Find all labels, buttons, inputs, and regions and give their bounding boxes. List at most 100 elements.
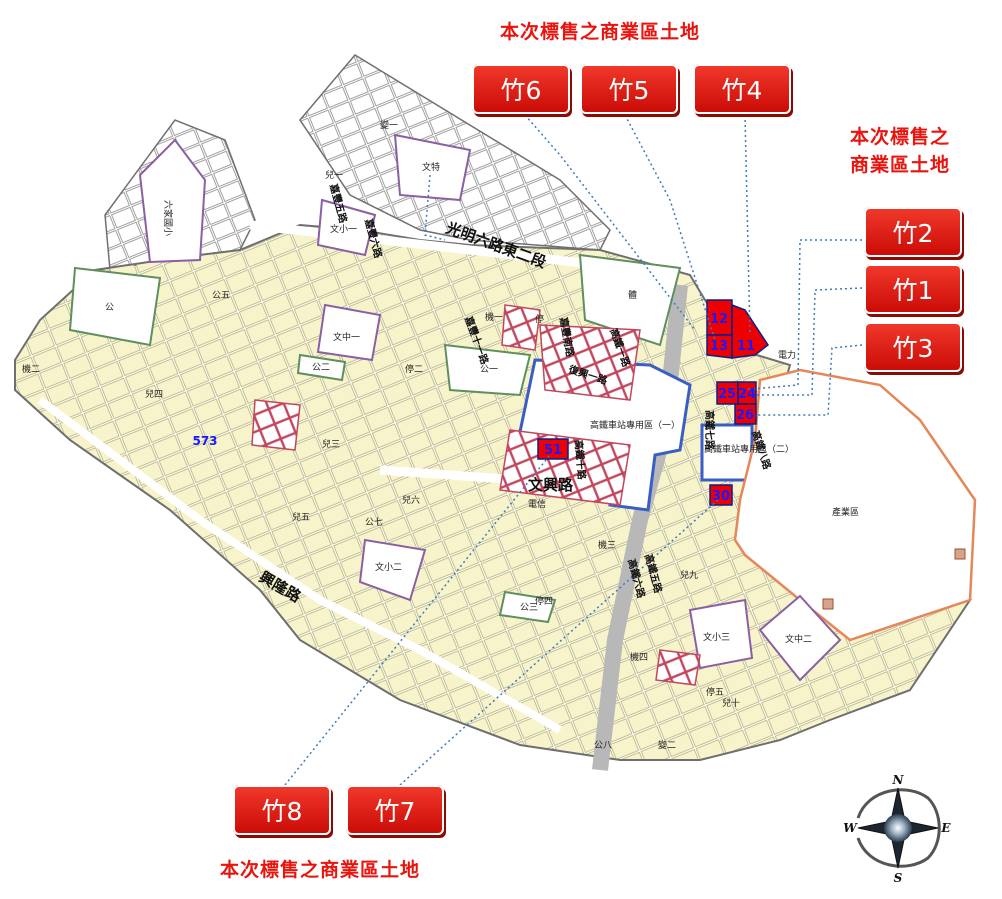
label-park: 公 <box>105 302 114 313</box>
park-zone-1 <box>443 343 532 397</box>
school-zone-liujia <box>138 138 207 264</box>
parcel-number-24: 24 <box>738 387 756 402</box>
label-ting2: 停二 <box>405 363 423 375</box>
heading-bottom: 本次標售之商業區土地 <box>220 859 421 881</box>
label-ting4: 停四 <box>535 595 553 607</box>
park-zone <box>68 266 162 347</box>
road-gaotie7: 高鐵七路 <box>703 410 716 451</box>
zone-labels: 高鐵車站專用區（一） 高鐵車站專用區（二） 產業區 體 文特 文小一 文中一 文… <box>22 119 859 751</box>
parcel-26 <box>734 403 757 425</box>
parcel-number-26: 26 <box>736 408 754 423</box>
heading-right-line1: 本次標售之 <box>850 126 951 148</box>
label-ji2: 機二 <box>22 363 40 375</box>
label-park2: 公二 <box>312 362 330 373</box>
label-dianxin: 電信 <box>528 498 546 510</box>
parcel-number-12: 12 <box>710 312 728 327</box>
school-zone-wenzhong2 <box>758 594 842 682</box>
lot-button-bamboo-8[interactable]: 竹8 <box>233 785 331 835</box>
school-zone-wenxiao2 <box>358 538 427 602</box>
road-gaotie10: 高鐵十路 <box>572 439 589 481</box>
lot-button-bamboo-4[interactable]: 竹4 <box>693 64 791 114</box>
label-park5: 公五 <box>212 290 230 301</box>
label-hsr-special-2: 高鐵車站專用區（二） <box>704 443 794 455</box>
school-zone-wenxiao1 <box>316 198 377 257</box>
gym-zone <box>578 253 682 347</box>
xinglong-road <box>37 396 562 734</box>
compass-n: N <box>892 773 905 787</box>
label-ji1: 機一 <box>485 311 503 323</box>
label-park1: 公一 <box>480 364 498 375</box>
commercial-grid-south <box>655 649 701 686</box>
label-liujia-school: 六家國小 <box>162 200 174 236</box>
school-zone-wenzhong1 <box>316 303 382 362</box>
parcel-number-30: 30 <box>712 489 730 504</box>
parcel-number-25: 25 <box>718 387 736 402</box>
lot-button-bamboo-5[interactable]: 竹5 <box>580 64 678 114</box>
school-zone-wenxiao3 <box>688 598 754 670</box>
lot-button-bamboo-1[interactable]: 竹1 <box>864 264 962 314</box>
leader-bamboo-2 <box>739 239 862 391</box>
parcel-30 <box>709 484 733 506</box>
label-ting5: 停五 <box>706 686 724 698</box>
label-bian2: 變二 <box>658 739 676 751</box>
label-er3: 兒三 <box>322 438 340 450</box>
label-ji3: 機三 <box>598 539 616 551</box>
parcel-number-13: 13 <box>710 339 728 354</box>
label-wenzhong1: 文中一 <box>333 331 360 343</box>
leader-guangming <box>424 174 446 241</box>
industrial-marker-1 <box>954 548 966 560</box>
parcel-number-573: 573 <box>192 434 217 448</box>
lot-button-bamboo-7[interactable]: 竹7 <box>346 785 444 835</box>
leader-bamboo-1 <box>755 287 863 396</box>
label-ting1: 停 <box>535 313 544 325</box>
commercial-grid-west <box>251 399 301 451</box>
label-er10: 兒十 <box>722 697 740 709</box>
compass-s: S <box>894 871 903 885</box>
label-wenxiao2: 文小二 <box>375 561 402 573</box>
label-bian1: 變一 <box>380 119 398 131</box>
label-gym: 體 <box>628 289 637 301</box>
label-wenzhong2: 文中二 <box>785 633 812 645</box>
parcel-51 <box>537 438 569 460</box>
label-industrial: 產業區 <box>832 506 859 518</box>
label-ji4: 機四 <box>630 651 648 663</box>
label-park7: 公七 <box>365 517 383 528</box>
label-er9: 兒九 <box>680 569 698 581</box>
label-er1: 兒一 <box>325 169 343 181</box>
label-park3: 公三 <box>520 602 538 613</box>
label-dianli: 電力 <box>778 349 796 361</box>
road-wenxing: 文興路 <box>528 476 574 494</box>
label-er5: 兒五 <box>292 511 310 523</box>
commercial-grid-ting <box>501 304 541 351</box>
heading-top: 本次標售之商業區土地 <box>500 21 701 43</box>
hsr-special-zone-2 <box>700 423 754 482</box>
compass-swirl <box>856 788 941 868</box>
lot-button-bamboo-3[interactable]: 竹3 <box>864 322 962 372</box>
compass-w: W <box>843 821 858 835</box>
leader-bamboo-6 <box>524 114 696 331</box>
compass-centre <box>884 814 912 842</box>
leader-bamboo-4 <box>744 114 751 336</box>
label-wenxiao3: 文小三 <box>703 631 730 643</box>
label-er6: 兒六 <box>402 494 420 506</box>
compass-e: E <box>940 821 951 835</box>
label-wente: 文特 <box>422 161 440 173</box>
park-zone-2 <box>296 353 347 382</box>
park-zone-3 <box>498 590 557 624</box>
industrial-marker-2 <box>822 598 834 610</box>
school-zone-wente <box>393 133 472 202</box>
leader-bamboo-3 <box>755 344 863 416</box>
commercial-grid-centre <box>499 429 631 506</box>
label-park8: 公八 <box>594 740 612 751</box>
parcel-number-11: 11 <box>737 339 755 354</box>
industrial-zone <box>733 368 977 642</box>
parcel-number-51: 51 <box>544 443 562 458</box>
parcel-numbers: 12 13 11 25 24 26 51 30 573 <box>192 312 756 504</box>
leader-bamboo-7 <box>399 497 721 786</box>
lot-button-bamboo-2[interactable]: 竹2 <box>864 207 962 257</box>
leader-lines <box>284 114 863 786</box>
lot-button-bamboo-6[interactable]: 竹6 <box>472 64 570 114</box>
label-hsr-special-1: 高鐵車站專用區（一） <box>590 419 680 431</box>
heading-right-line2: 商業區土地 <box>850 154 951 176</box>
